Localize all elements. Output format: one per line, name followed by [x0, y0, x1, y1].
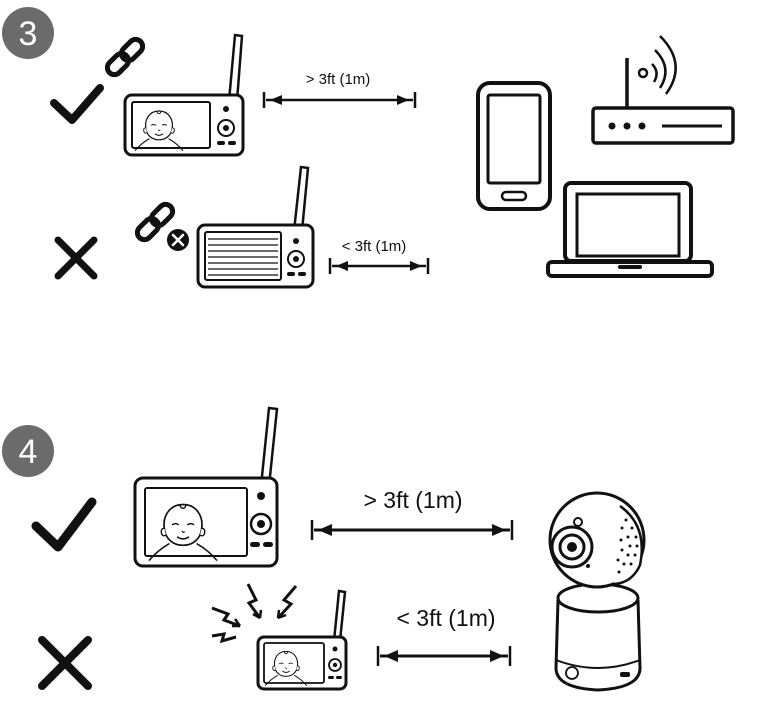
- baby-camera-icon: [548, 491, 646, 692]
- step-4: 4 > 3ft (1m): [2, 406, 646, 692]
- step-badge: 4: [2, 425, 54, 477]
- distance-label: < 3ft (1m): [342, 238, 407, 255]
- monitor-parent-unit: [196, 165, 315, 289]
- check-icon: [31, 497, 97, 552]
- antenna: [332, 589, 347, 643]
- distance-arrow: [310, 520, 514, 540]
- step-badge: 3: [2, 7, 54, 59]
- distance-arrow: [376, 646, 512, 666]
- step-number: 3: [19, 15, 38, 53]
- smartphone-icon: [476, 81, 552, 211]
- monitor-parent-unit: [133, 406, 279, 568]
- link-broken-icon: [134, 201, 189, 251]
- antenna: [292, 165, 310, 233]
- distance-label: > 3ft (1m): [363, 487, 462, 513]
- cross-icon: [38, 636, 92, 690]
- cross-icon: [54, 236, 98, 280]
- monitor-parent-unit: [256, 589, 348, 691]
- monitor-parent-unit: [123, 33, 245, 157]
- wifi-router-icon: [591, 35, 735, 145]
- link-icon: [104, 36, 146, 78]
- step-number: 4: [19, 433, 38, 471]
- distance-label: < 3ft (1m): [396, 605, 495, 631]
- antenna: [259, 406, 279, 488]
- check-icon: [50, 84, 104, 124]
- interference-icon: [211, 583, 298, 644]
- distance-label: > 3ft (1m): [306, 71, 371, 88]
- laptop-icon: [546, 181, 714, 278]
- antenna: [227, 33, 244, 103]
- distance-arrow: [262, 92, 417, 108]
- distance-arrow: [328, 258, 430, 274]
- step-3: 3 > 3ft (1m): [2, 7, 735, 289]
